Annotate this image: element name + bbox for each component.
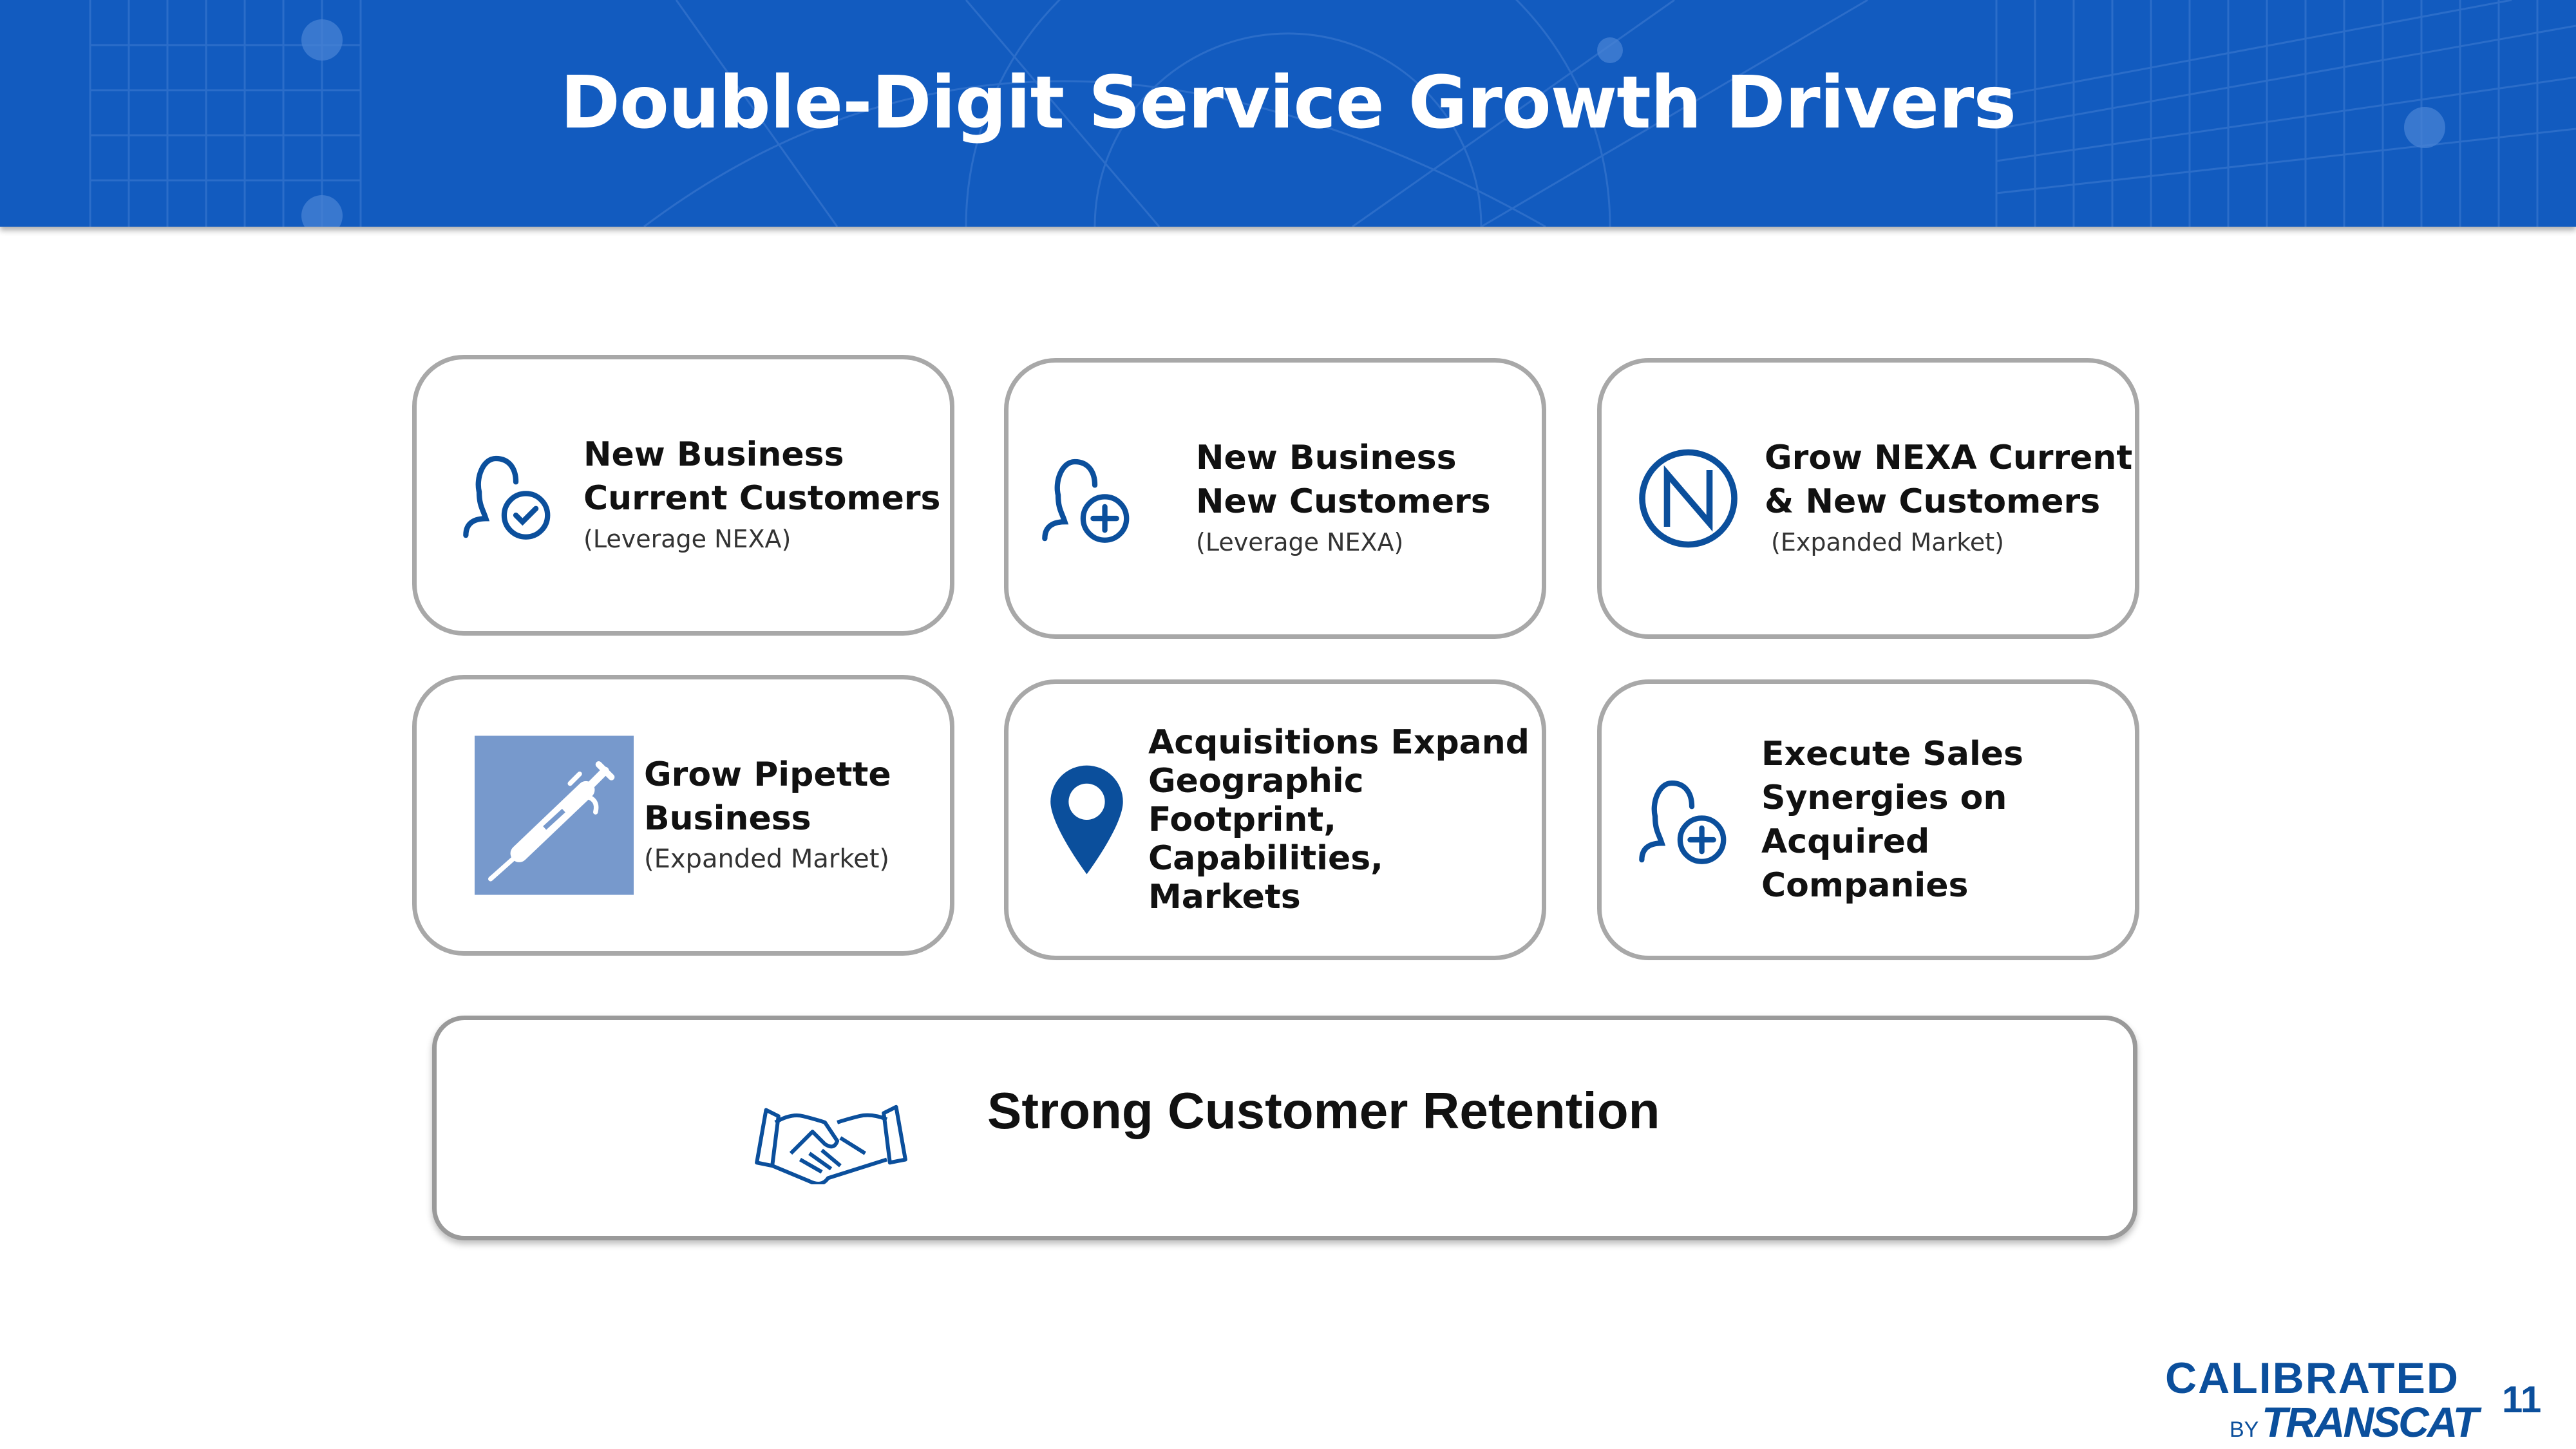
user-add-icon: [1639, 780, 1727, 864]
pipette-icon: [475, 735, 634, 895]
card-subtitle: (Expanded Market): [1771, 528, 2004, 556]
card-title-line2: Synergies on: [1761, 779, 2007, 817]
card-title-line2: Current Customers: [583, 479, 941, 518]
page-number: 11: [2502, 1379, 2542, 1421]
card-acquisitions: Acquisitions Expand Geographic Footprint…: [1004, 679, 1546, 960]
calibrated-by-transcat-logo: CALIBRATED BY TRANSCAT: [2165, 1354, 2479, 1446]
card-grow-pipette: Grow Pipette Business (Expanded Market): [412, 675, 954, 956]
card-new-business-current-customers: New Business Current Customers (Leverage…: [412, 355, 954, 636]
card-title-line1: New Business: [583, 435, 844, 474]
card-subtitle: (Leverage NEXA): [1196, 528, 1404, 556]
card-title-line3: Capabilities, Markets: [1148, 839, 1383, 916]
retention-label: Strong Customer Retention: [987, 1082, 1660, 1139]
card-subtitle: (Expanded Market): [644, 844, 890, 874]
card-title-line1: Acquisitions Expand: [1148, 723, 1530, 762]
card-title-line2: & New Customers: [1765, 482, 2101, 521]
logo-calibrated: CALIBRATED: [2165, 1354, 2459, 1403]
card-title-line1: Grow Pipette: [644, 755, 891, 794]
card-grow-nexa: Grow NEXA Current & New Customers (Expan…: [1597, 358, 2139, 639]
card-title-line1: New Business: [1196, 439, 1457, 477]
user-add-icon: [1042, 459, 1130, 543]
card-new-business-new-customers: New Business New Customers (Leverage NEX…: [1004, 358, 1546, 639]
card-subtitle: (Leverage NEXA): [583, 525, 791, 553]
card-sales-synergies: Execute Sales Synergies on Acquired Comp…: [1597, 679, 2139, 960]
card-title-line3: Acquired Companies: [1761, 822, 1969, 905]
nexa-logo-icon: [1639, 449, 1738, 548]
page-title: Double-Digit Service Growth Drivers: [560, 61, 2016, 145]
user-check-icon: [463, 455, 551, 540]
handshake-icon: [755, 1104, 907, 1184]
card-title-line2: New Customers: [1196, 482, 1491, 521]
logo-transcat: TRANSCAT: [2261, 1398, 2479, 1446]
customer-retention-box: Strong Customer Retention: [432, 1016, 2137, 1240]
location-pin-icon: [1050, 765, 1123, 875]
card-title-line1: Grow NEXA Current: [1765, 439, 2133, 477]
card-title-line2: Geographic Footprint,: [1148, 762, 1364, 839]
header-banner: Double-Digit Service Growth Drivers: [0, 0, 2576, 227]
card-title-line1: Execute Sales: [1761, 735, 2023, 773]
card-title-line2: Business: [644, 799, 811, 838]
logo-by: BY: [2230, 1417, 2259, 1442]
blueprint-background: [89, 0, 2576, 227]
